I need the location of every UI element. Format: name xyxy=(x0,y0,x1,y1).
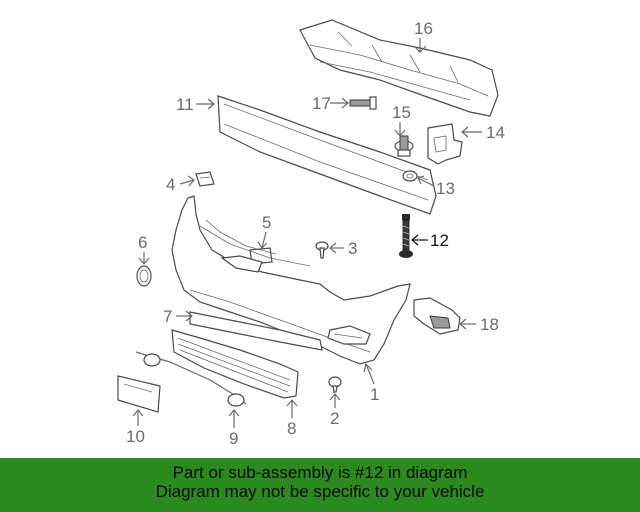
part-16-absorber[interactable] xyxy=(299,19,499,117)
leader-lines xyxy=(132,38,482,428)
callout-9: 9 xyxy=(229,429,238,448)
part-6-ring[interactable] xyxy=(136,265,152,287)
callout-8: 8 xyxy=(287,419,296,438)
info-banner: Part or sub-assembly is #12 in diagram D… xyxy=(0,458,640,512)
callout-14: 14 xyxy=(486,123,505,142)
part-17-bolt[interactable] xyxy=(349,96,377,110)
callout-2: 2 xyxy=(330,409,339,428)
callout-10: 10 xyxy=(126,427,145,446)
part-1-bumper-cover[interactable] xyxy=(171,195,411,365)
part-4-clip[interactable] xyxy=(195,171,215,187)
callout-6: 6 xyxy=(138,233,147,252)
callout-5: 5 xyxy=(262,213,271,232)
banner-line-disclaimer: Diagram may not be specific to your vehi… xyxy=(155,482,485,501)
callout-1: 1 xyxy=(370,385,379,404)
banner-line-part: Part or sub-assembly is #12 in diagram xyxy=(172,463,468,482)
part-9-trim-strip[interactable] xyxy=(135,351,247,407)
callout-15: 15 xyxy=(392,103,411,122)
part-7-grille-upper[interactable] xyxy=(189,311,323,351)
part-13-nut[interactable] xyxy=(402,170,418,182)
callout-labels: 16 11 17 15 14 13 12 4 5 3 6 7 1 2 8 9 1… xyxy=(126,19,505,448)
callout-4: 4 xyxy=(166,175,175,194)
callout-12: 12 xyxy=(430,231,449,250)
part-11-beam[interactable] xyxy=(217,95,437,215)
exploded-parts-diagram: 16 11 17 15 14 13 12 4 5 3 6 7 1 2 8 9 1… xyxy=(117,19,505,448)
part-2-clip[interactable] xyxy=(328,376,342,393)
callout-16: 16 xyxy=(414,19,433,38)
part-3-clip[interactable] xyxy=(315,241,329,259)
callout-17: 17 xyxy=(312,94,331,113)
part-18-bracket[interactable] xyxy=(413,297,461,335)
part-12-bolt[interactable] xyxy=(399,214,413,258)
callout-3: 3 xyxy=(348,239,357,258)
part-10-plate-bracket[interactable] xyxy=(117,375,161,413)
callout-13: 13 xyxy=(436,179,455,198)
part-14-bracket[interactable] xyxy=(427,123,463,165)
callout-18: 18 xyxy=(480,315,499,334)
part-15-bolt[interactable] xyxy=(394,135,414,157)
callout-7: 7 xyxy=(163,307,172,326)
part-8-lower-grille[interactable] xyxy=(171,329,299,399)
callout-11: 11 xyxy=(176,95,194,114)
